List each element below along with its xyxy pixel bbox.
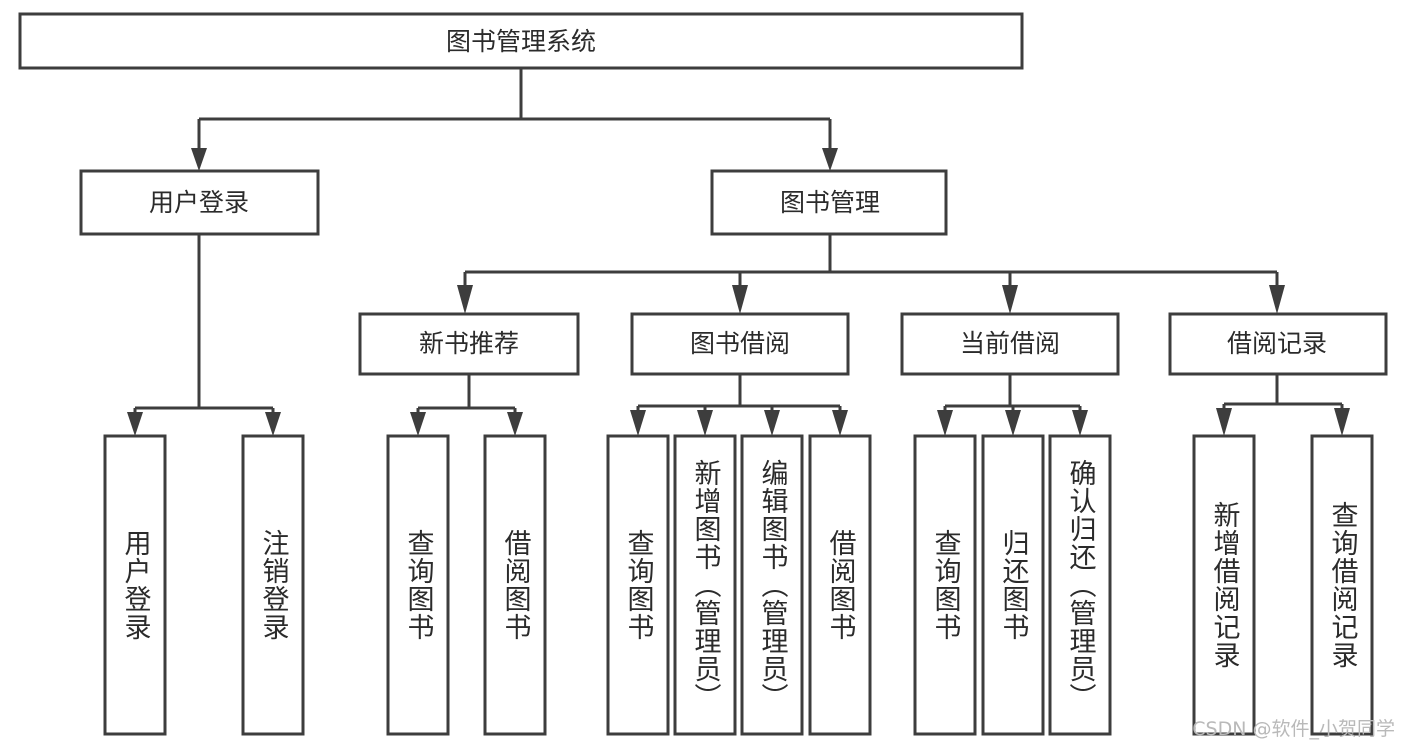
arrow-new-book-leaf-1	[410, 412, 426, 436]
connector-group	[127, 68, 1350, 436]
node-new-book-label: 新书推荐	[419, 329, 519, 358]
leaf-box-book-borrow-3[interactable]	[740, 434, 804, 736]
node-root-box[interactable]	[18, 12, 1024, 70]
leaf-box-current-borrow-2[interactable]	[981, 434, 1045, 736]
node-book-borrow[interactable]: 图书借阅	[630, 312, 850, 376]
node-new-book-box[interactable]	[358, 312, 580, 376]
arrow-borrow-record-leaf-1	[1216, 408, 1232, 436]
arrow-to-book-borrow	[732, 285, 748, 314]
node-borrow-record-box[interactable]	[1168, 312, 1388, 376]
node-user-login-box[interactable]	[79, 169, 320, 236]
arrow-to-current-borrow	[1002, 285, 1018, 314]
node-book-manage[interactable]: 图书管理	[710, 169, 948, 236]
leaf-box-current-borrow-1[interactable]	[913, 434, 977, 736]
leaf-box-new-book-2[interactable]	[483, 434, 547, 736]
arrow-user-login-leaf-1	[127, 412, 143, 436]
node-root-label: 图书管理系统	[446, 27, 596, 56]
node-root[interactable]: 图书管理系统	[18, 12, 1024, 70]
leaf-box-book-borrow-4[interactable]	[808, 434, 872, 736]
arrow-new-book-leaf-2	[507, 412, 523, 436]
node-current-borrow-box[interactable]	[900, 312, 1120, 376]
arrow-book-borrow-leaf-2	[697, 410, 713, 436]
node-book-borrow-label: 图书借阅	[690, 329, 790, 358]
arrow-to-user-login	[191, 148, 207, 171]
arrow-to-new-book	[457, 285, 473, 314]
arrow-current-borrow-leaf-2	[1005, 410, 1021, 436]
leaf-box-user-login-2[interactable]	[241, 434, 305, 736]
arrow-to-borrow-record	[1269, 285, 1285, 314]
arrow-book-borrow-leaf-4	[832, 410, 848, 436]
node-user-login[interactable]: 用户登录	[79, 169, 320, 236]
arrow-current-borrow-leaf-3	[1072, 410, 1088, 436]
node-book-manage-label: 图书管理	[780, 188, 880, 217]
leaf-box-book-borrow-2[interactable]	[673, 434, 737, 736]
leaf-box-borrow-record-2[interactable]	[1310, 434, 1374, 736]
node-current-borrow-label: 当前借阅	[960, 329, 1060, 358]
arrow-to-book-manage	[822, 148, 838, 171]
node-book-manage-box[interactable]	[710, 169, 948, 236]
node-new-book[interactable]: 新书推荐	[358, 312, 580, 376]
arrow-borrow-record-leaf-2	[1334, 408, 1350, 436]
leaf-box-user-login-1[interactable]	[103, 434, 167, 736]
arrow-book-borrow-leaf-3	[764, 410, 780, 436]
node-user-login-label: 用户登录	[149, 188, 249, 217]
node-current-borrow[interactable]: 当前借阅	[900, 312, 1120, 376]
arrow-book-borrow-leaf-1	[630, 410, 646, 436]
leaf-box-book-borrow-1[interactable]	[606, 434, 670, 736]
leaf-box-current-borrow-3[interactable]	[1048, 434, 1112, 736]
node-book-borrow-box[interactable]	[630, 312, 850, 376]
leaf-box-group	[103, 434, 1374, 736]
csdn-watermark: CSDN @软件_小贺同学	[1192, 718, 1395, 740]
arrow-current-borrow-leaf-1	[937, 410, 953, 436]
leaf-box-borrow-record-1[interactable]	[1192, 434, 1256, 736]
arrow-user-login-leaf-2	[265, 412, 281, 436]
node-borrow-record-label: 借阅记录	[1227, 329, 1327, 358]
leaf-box-new-book-1[interactable]	[386, 434, 450, 736]
node-borrow-record[interactable]: 借阅记录	[1168, 312, 1388, 376]
